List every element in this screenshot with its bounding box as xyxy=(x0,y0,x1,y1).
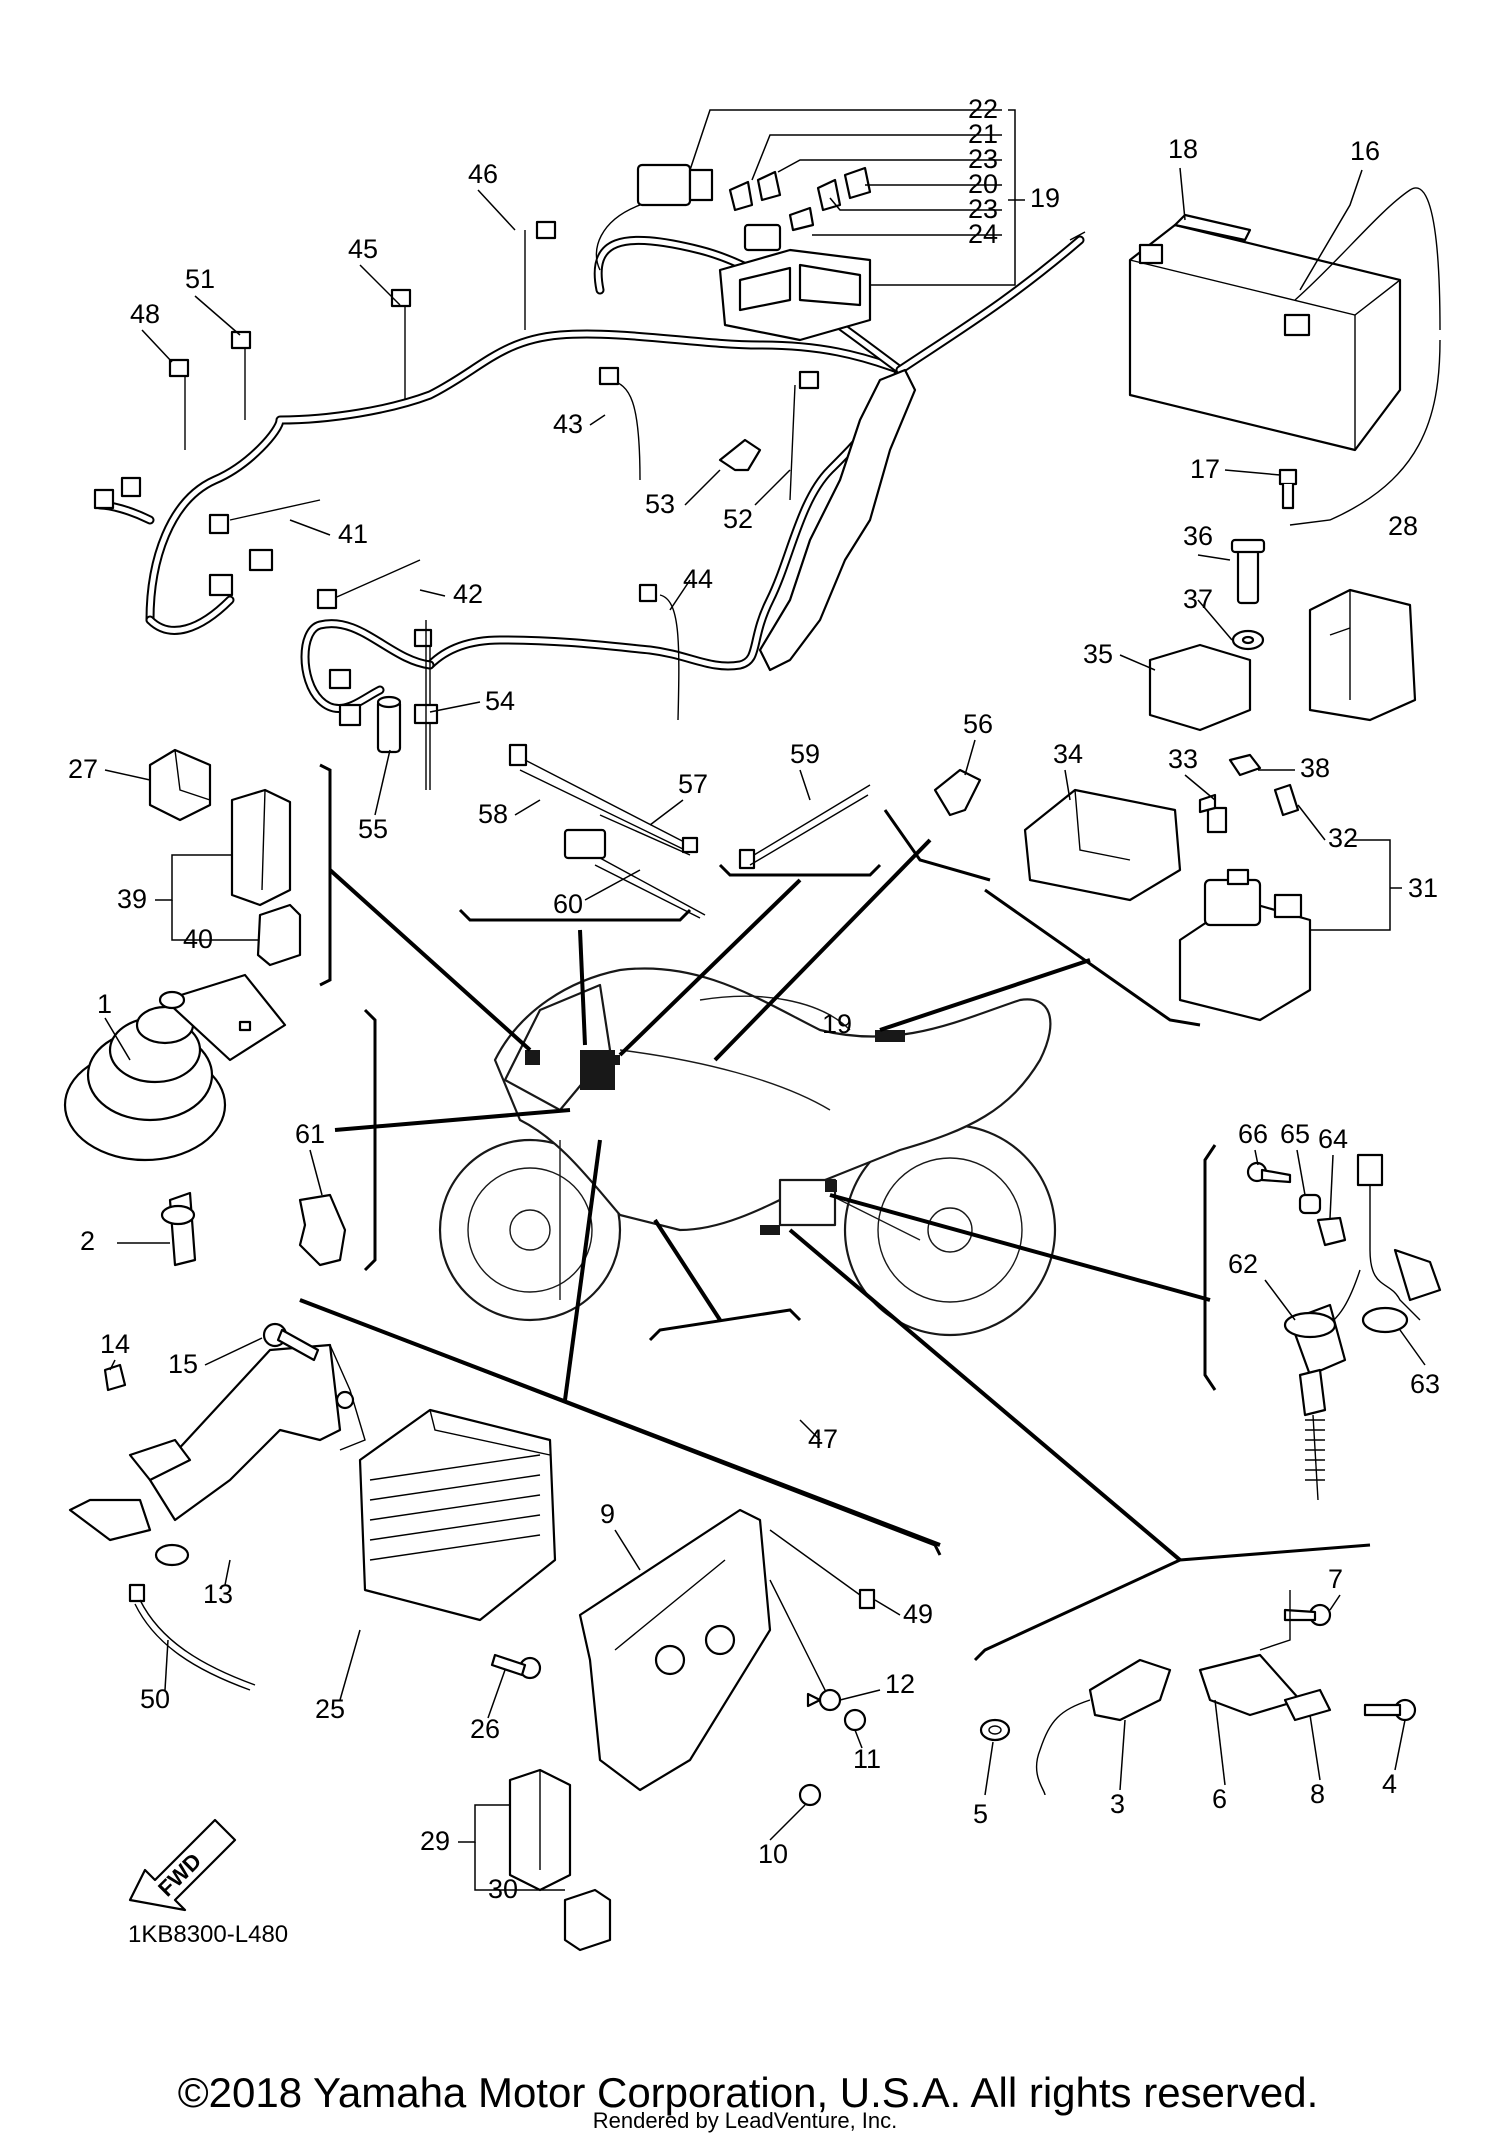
callout-65: 65 xyxy=(1280,1119,1310,1149)
callout-48: 48 xyxy=(130,299,160,329)
callout-23a: 23 xyxy=(968,144,998,174)
callout-15: 15 xyxy=(168,1349,198,1379)
callout-45: 45 xyxy=(348,234,378,264)
callout-leaders xyxy=(104,109,1426,1891)
callout-12: 12 xyxy=(885,1669,915,1699)
callout-33: 33 xyxy=(1168,744,1198,774)
callout-63: 63 xyxy=(1410,1369,1440,1399)
horn-assembly xyxy=(63,973,287,1267)
callout-20: 20 xyxy=(968,169,998,199)
callout-34: 34 xyxy=(1053,739,1083,769)
callout-37: 37 xyxy=(1183,584,1213,614)
callout-41: 41 xyxy=(338,519,368,549)
relay-group xyxy=(1148,538,1417,777)
callout-39: 39 xyxy=(117,884,147,914)
callout-57: 57 xyxy=(678,769,708,799)
callout-1: 1 xyxy=(97,989,112,1019)
callout-30: 30 xyxy=(488,1874,518,1904)
callout-31: 31 xyxy=(1408,873,1438,903)
callout-16: 16 xyxy=(1350,136,1380,166)
callout-55: 55 xyxy=(358,814,388,844)
callout-32: 32 xyxy=(1328,823,1358,853)
callout-40: 40 xyxy=(183,924,213,954)
callout-6: 6 xyxy=(1212,1784,1227,1814)
group-brackets xyxy=(299,763,1371,1662)
callout-44: 44 xyxy=(683,564,713,594)
copyright-notice: ©2018 Yamaha Motor Corporation, U.S.A. A… xyxy=(178,2069,1319,2116)
sidestand-switch-assembly xyxy=(979,1590,1417,1796)
callout-51: 51 xyxy=(185,264,215,294)
ties-and-clamps xyxy=(508,743,982,919)
callout-42: 42 xyxy=(453,579,483,609)
callout-19b: 19 xyxy=(822,1009,852,1039)
callout-59: 59 xyxy=(790,739,820,769)
callout-23b: 23 xyxy=(968,194,998,224)
callout-26: 26 xyxy=(470,1714,500,1744)
callout-49: 49 xyxy=(903,1599,933,1629)
callout-43: 43 xyxy=(553,409,583,439)
callout-5: 5 xyxy=(973,1799,988,1829)
callout-8: 8 xyxy=(1310,1779,1325,1809)
motorcycle-silhouette xyxy=(438,967,1057,1337)
callout-18: 18 xyxy=(1168,134,1198,164)
relay-bottom-group xyxy=(508,1768,612,1952)
callout-64: 64 xyxy=(1318,1124,1348,1154)
callout-47: 47 xyxy=(808,1424,838,1454)
callout-11: 11 xyxy=(853,1744,881,1774)
callout-62: 62 xyxy=(1228,1249,1258,1279)
callout-10: 10 xyxy=(758,1839,788,1869)
callout-35: 35 xyxy=(1083,639,1113,669)
clip-61 xyxy=(298,1193,347,1267)
callout-17: 17 xyxy=(1190,454,1220,484)
callout-56: 56 xyxy=(963,709,993,739)
fwd-arrow-icon: FWD xyxy=(128,1818,237,1912)
callout-22: 22 xyxy=(968,94,998,124)
starter-relay xyxy=(1023,783,1312,1022)
callout-19: 19 xyxy=(1030,183,1060,213)
fuse-box-assembly xyxy=(595,163,1086,342)
callout-66: 66 xyxy=(1238,1119,1268,1149)
callout-58: 58 xyxy=(478,799,508,829)
callout-29: 29 xyxy=(420,1826,450,1856)
callout-13: 13 xyxy=(203,1579,233,1609)
part-number-label: 1KB8300-L480 xyxy=(128,1921,288,1948)
callout-60: 60 xyxy=(553,889,583,919)
callout-52: 52 xyxy=(723,504,753,534)
battery-assembly xyxy=(1128,187,1441,526)
callout-61: 61 xyxy=(295,1119,325,1149)
callout-27: 27 xyxy=(68,754,98,784)
callout-14: 14 xyxy=(100,1329,130,1359)
callout-3: 3 xyxy=(1110,1789,1125,1819)
callout-24: 24 xyxy=(968,219,998,249)
callout-36: 36 xyxy=(1183,521,1213,551)
rendered-by-notice: Rendered by LeadVenture, Inc. xyxy=(593,2108,898,2133)
ecu-bracket xyxy=(68,1322,366,1691)
callout-9: 9 xyxy=(600,1499,615,1529)
callout-28: 28 xyxy=(1388,511,1418,541)
rectifier-regulator xyxy=(358,1408,557,1680)
callout-46: 46 xyxy=(468,159,498,189)
callout-7: 7 xyxy=(1328,1564,1343,1594)
callout-2: 2 xyxy=(80,1226,95,1256)
callout-38: 38 xyxy=(1300,753,1330,783)
wire-harness xyxy=(93,220,1085,790)
callout-53: 53 xyxy=(645,489,675,519)
ecu-mount xyxy=(578,1508,876,1807)
callout-4: 4 xyxy=(1382,1769,1397,1799)
neutral-switch-assembly xyxy=(1246,1153,1442,1501)
callout-21: 21 xyxy=(968,119,998,149)
relay-left-group xyxy=(148,748,302,967)
callout-54: 54 xyxy=(485,686,515,716)
